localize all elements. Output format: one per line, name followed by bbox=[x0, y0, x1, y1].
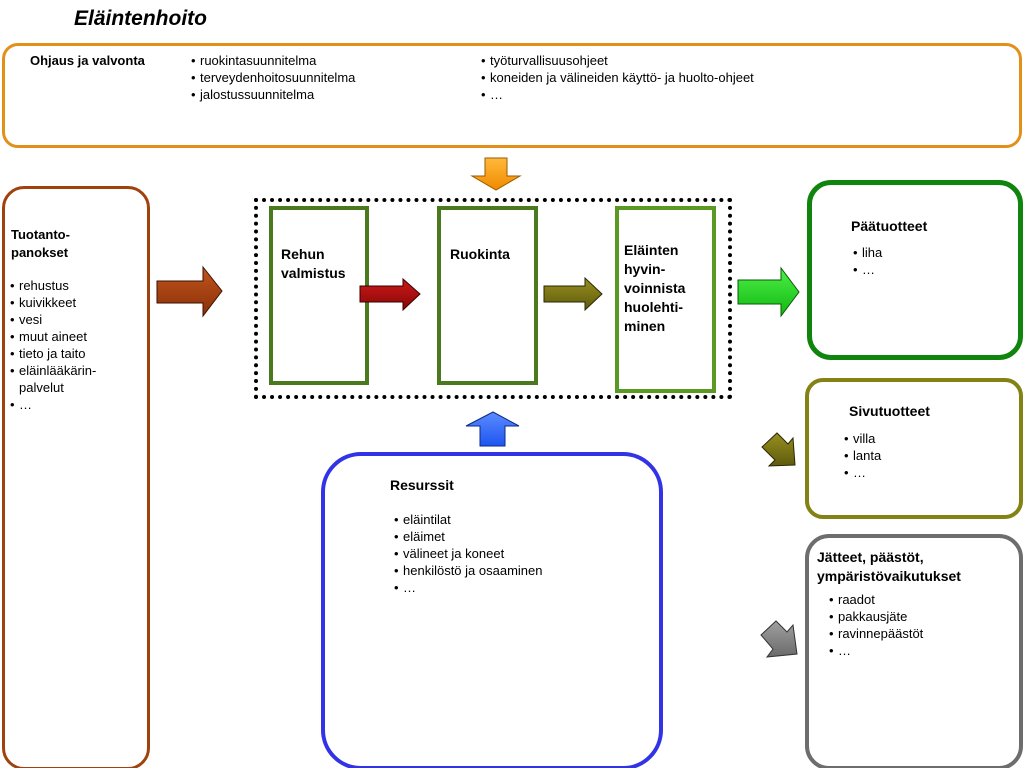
inputs-title-text: Tuotanto-panokset bbox=[11, 227, 70, 260]
control-item: työturvallisuusohjeet bbox=[481, 52, 754, 69]
inputs-item: eläinlääkärin-palvelut bbox=[10, 362, 99, 396]
control-list-1: ruokintasuunnitelma terveydenhoitosuunni… bbox=[191, 52, 355, 103]
resources-item: välineet ja koneet bbox=[394, 545, 542, 562]
main-products-box bbox=[807, 180, 1023, 360]
arrow-up-blue-icon bbox=[465, 411, 520, 447]
arrow-right-olive-icon bbox=[543, 276, 603, 312]
resources-item: henkilöstö ja osaaminen bbox=[394, 562, 542, 579]
arrow-right-green-icon bbox=[737, 266, 800, 318]
arrow-diagonal-gray-icon bbox=[760, 620, 798, 658]
diagram-title: Eläintenhoito bbox=[74, 7, 207, 30]
resources-item: eläintilat bbox=[394, 511, 542, 528]
inputs-item: kuivikkeet bbox=[10, 294, 135, 311]
side-products-item: villa bbox=[844, 430, 881, 447]
side-products-list: villa lanta … bbox=[844, 430, 881, 481]
process-step-feed-prep bbox=[269, 206, 369, 385]
side-products-item: lanta bbox=[844, 447, 881, 464]
arrow-right-brown-icon bbox=[156, 265, 223, 318]
process-step-label: Ruokinta bbox=[450, 246, 510, 262]
arrow-right-red-icon bbox=[359, 277, 421, 312]
resources-list: eläintilat eläimet välineet ja koneet he… bbox=[394, 511, 542, 596]
main-products-item: liha bbox=[853, 244, 882, 261]
inputs-list: rehustus kuivikkeet vesi muut aineet tie… bbox=[10, 277, 135, 413]
side-products-item: … bbox=[844, 464, 881, 481]
process-step-label: Rehun valmistus bbox=[281, 246, 346, 281]
control-list-2: työturvallisuusohjeet koneiden ja väline… bbox=[481, 52, 754, 103]
inputs-item: muut aineet bbox=[10, 328, 135, 345]
side-products-title: Sivutuotteet bbox=[849, 403, 930, 419]
main-products-list: liha … bbox=[853, 244, 882, 278]
control-item: terveydenhoitosuunnitelma bbox=[191, 69, 355, 86]
resources-item: eläimet bbox=[394, 528, 542, 545]
control-item: … bbox=[481, 86, 754, 103]
arrow-down-orange-icon bbox=[470, 157, 522, 191]
inputs-item: … bbox=[10, 396, 135, 413]
inputs-item: vesi bbox=[10, 311, 135, 328]
waste-item: ravinnepäästöt bbox=[829, 625, 923, 642]
resources-title: Resurssit bbox=[390, 477, 454, 493]
waste-item: pakkausjäte bbox=[829, 608, 923, 625]
process-step-feeding bbox=[437, 206, 538, 385]
control-title: Ohjaus ja valvonta bbox=[30, 53, 145, 68]
process-step-label: Eläinten hyvin-voinnista huolehti-minen bbox=[624, 242, 686, 334]
control-item: jalostussuunnitelma bbox=[191, 86, 355, 103]
inputs-item: rehustus bbox=[10, 277, 135, 294]
waste-title: Jätteet, päästöt, ympäristövaikutukset bbox=[817, 549, 961, 584]
inputs-item: tieto ja taito bbox=[10, 345, 135, 362]
main-products-item: … bbox=[853, 261, 882, 278]
inputs-title: Tuotanto-panokset bbox=[11, 226, 91, 262]
control-item: ruokintasuunnitelma bbox=[191, 52, 355, 69]
control-item: koneiden ja välineiden käyttö- ja huolto… bbox=[481, 69, 754, 86]
waste-item: raadot bbox=[829, 591, 923, 608]
resources-box bbox=[321, 452, 663, 768]
process-step-welfare bbox=[615, 206, 716, 393]
resources-item: … bbox=[394, 579, 542, 596]
arrow-diagonal-olive-icon bbox=[761, 432, 796, 467]
waste-list: raadot pakkausjäte ravinnepäästöt … bbox=[829, 591, 923, 659]
process-frame bbox=[254, 198, 732, 399]
side-products-box bbox=[805, 378, 1023, 519]
main-products-title: Päätuotteet bbox=[851, 218, 928, 234]
waste-item: … bbox=[829, 642, 923, 659]
